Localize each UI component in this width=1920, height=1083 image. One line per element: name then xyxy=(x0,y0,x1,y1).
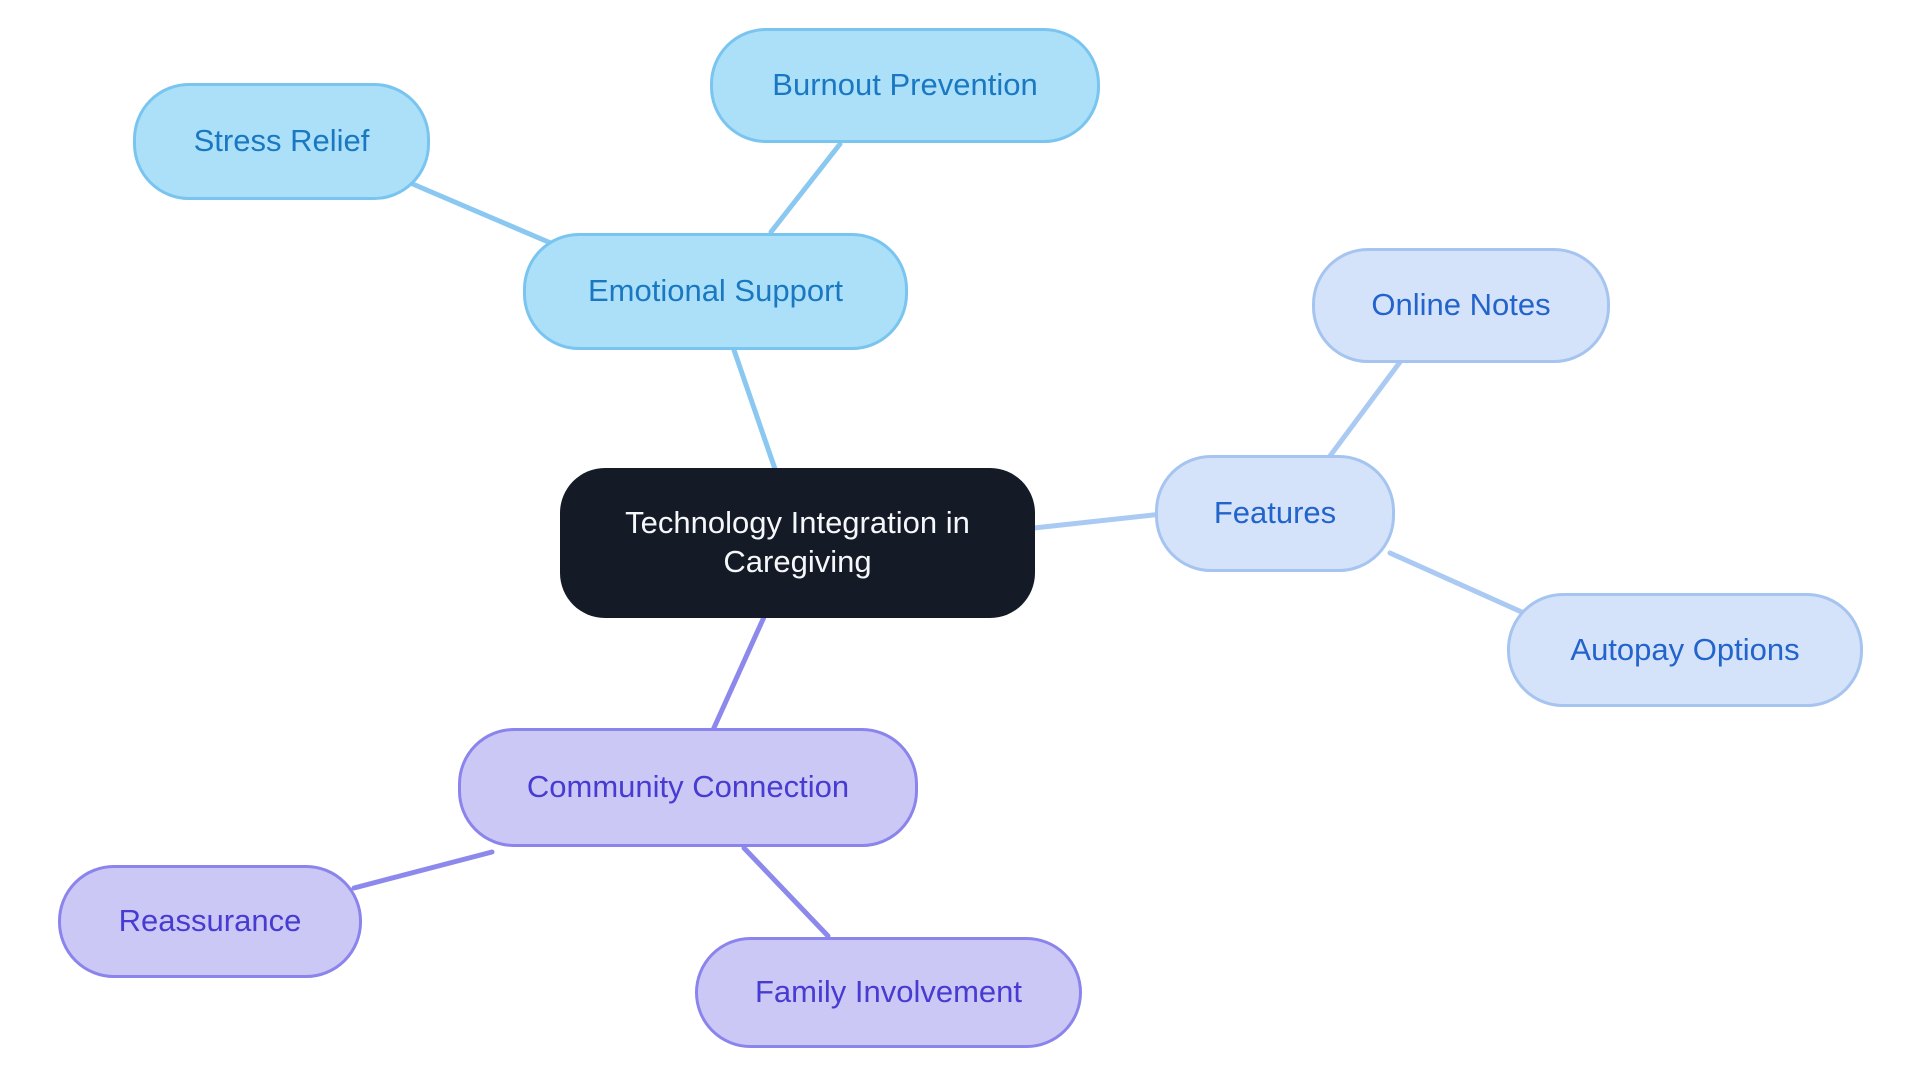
node-features[interactable]: Features xyxy=(1155,455,1395,572)
node-online-notes[interactable]: Online Notes xyxy=(1312,248,1610,363)
node-community-connection-label: Community Connection xyxy=(526,769,850,805)
node-central-label: Technology Integration in Caregiving xyxy=(625,505,970,579)
node-emotional-support-label: Emotional Support xyxy=(587,273,844,309)
edge-central-features xyxy=(1031,511,1165,531)
edge-emotional-support-central xyxy=(731,347,778,472)
node-central-topic[interactable]: Technology Integration in Caregiving xyxy=(560,468,1035,618)
edge-features-autopay-options xyxy=(1387,550,1538,621)
node-stress-relief[interactable]: Stress Relief xyxy=(133,83,430,200)
node-autopay-options-label: Autopay Options xyxy=(1570,631,1800,667)
node-autopay-options[interactable]: Autopay Options xyxy=(1507,593,1863,707)
node-features-label: Features xyxy=(1213,495,1337,531)
node-reassurance-label: Reassurance xyxy=(118,903,302,939)
edge-stress-relief-emotional-support xyxy=(405,179,556,247)
node-burnout-prevention[interactable]: Burnout Prevention xyxy=(710,28,1100,143)
edge-central-community-connection xyxy=(710,614,767,733)
node-emotional-support[interactable]: Emotional Support xyxy=(523,233,908,350)
edge-community-connection-family-involvement xyxy=(741,845,831,939)
edge-online-notes-features xyxy=(1327,359,1403,459)
node-family-involvement-label: Family Involvement xyxy=(754,974,1023,1010)
node-reassurance[interactable]: Reassurance xyxy=(58,865,362,978)
node-community-connection[interactable]: Community Connection xyxy=(458,728,918,847)
node-burnout-prevention-label: Burnout Prevention xyxy=(772,67,1038,103)
edge-burnout-prevention-emotional-support xyxy=(768,141,843,235)
node-stress-relief-label: Stress Relief xyxy=(193,123,370,159)
node-family-involvement[interactable]: Family Involvement xyxy=(695,937,1082,1048)
node-online-notes-label: Online Notes xyxy=(1371,287,1551,323)
edge-community-connection-reassurance xyxy=(351,849,495,891)
